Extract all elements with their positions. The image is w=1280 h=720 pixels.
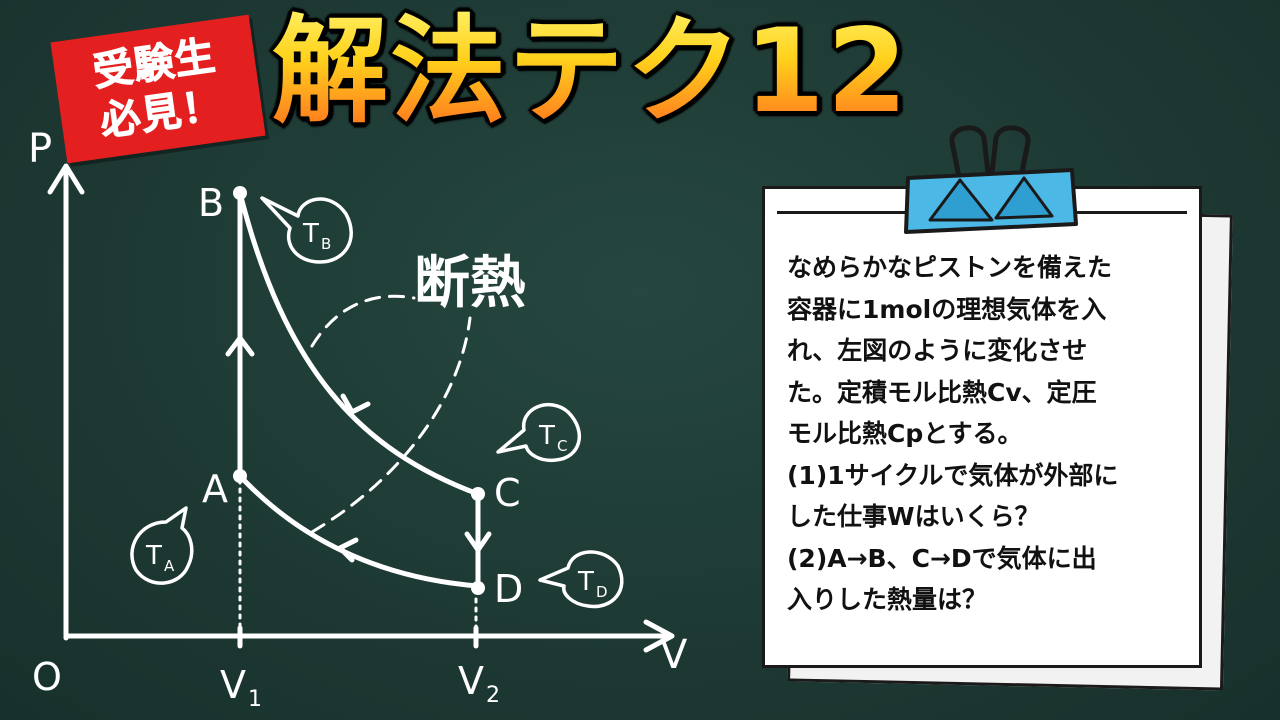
v1-label: V — [220, 663, 246, 707]
tb-label: T — [302, 219, 319, 249]
note-line: (1)1サイクルで気体が外部に — [787, 460, 1119, 490]
note-line: 入りした熱量は？ — [787, 585, 988, 614]
ta-label: T — [145, 541, 162, 571]
process-cd-arrow — [464, 531, 492, 553]
question-note: なめらかなピストンを備えた 容器に1molの理想気体を入 れ、左図のように変化さ… — [762, 186, 1202, 668]
tb-subscript: B — [321, 235, 331, 253]
tc-bubble-outline — [496, 402, 581, 463]
v2-label: V — [458, 659, 484, 703]
p-axis-label: P — [28, 126, 52, 172]
v-axis-arrowhead — [643, 619, 675, 653]
td-bubble-outline — [538, 550, 624, 609]
tc-label: T — [538, 421, 555, 451]
note-line: モル比熱Cpとする。 — [787, 419, 1023, 448]
tb-bubble-outline — [260, 196, 353, 264]
p-axis-arrowhead — [47, 163, 85, 195]
ta-subscript: A — [164, 557, 175, 575]
note-line: なめらかなピストンを備えた — [787, 253, 1113, 282]
v1-subscript: 1 — [248, 687, 262, 712]
note-line: た。定積モル比熱Cv、定圧 — [787, 377, 1097, 407]
v-axis-label: V — [660, 632, 688, 678]
point-d-dot — [471, 581, 485, 595]
point-b-label: B — [198, 181, 224, 225]
adiabatic-dashed-upper — [310, 294, 416, 348]
binder-clip-icon — [904, 125, 1078, 234]
point-a-label: A — [202, 467, 228, 511]
point-c-label: C — [494, 471, 521, 515]
point-d-label: D — [494, 567, 523, 611]
tc-subscript: C — [557, 437, 567, 455]
note-line: (2)A→B、C→Dで気体に出 — [787, 543, 1097, 573]
question-text: なめらかなピストンを備えた 容器に1molの理想気体を入 れ、左図のように変化さ… — [787, 247, 1181, 621]
process-bc-curve — [237, 190, 481, 497]
point-b-dot — [233, 186, 247, 200]
origin-label: O — [32, 655, 62, 699]
process-da-curve — [237, 473, 481, 589]
point-a-dot — [233, 469, 247, 483]
process-da-arrow — [337, 537, 359, 563]
adiabatic-dashed-lower — [310, 316, 472, 534]
td-subscript: D — [596, 583, 608, 601]
point-c-dot — [471, 487, 485, 501]
page-title: 解法テク12 — [272, 2, 909, 142]
v2-subscript: 2 — [486, 683, 500, 708]
process-ab-arrow — [225, 335, 255, 357]
adiabatic-label: 断熱 — [414, 251, 526, 316]
note-line: した仕事Wはいくら？ — [787, 502, 1040, 531]
td-label: T — [577, 567, 594, 597]
ta-bubble-outline — [130, 506, 194, 585]
process-bc-arrow — [340, 393, 371, 415]
note-line: 容器に1molの理想気体を入 — [787, 294, 1107, 324]
note-line: れ、左図のように変化させ — [787, 336, 1088, 365]
